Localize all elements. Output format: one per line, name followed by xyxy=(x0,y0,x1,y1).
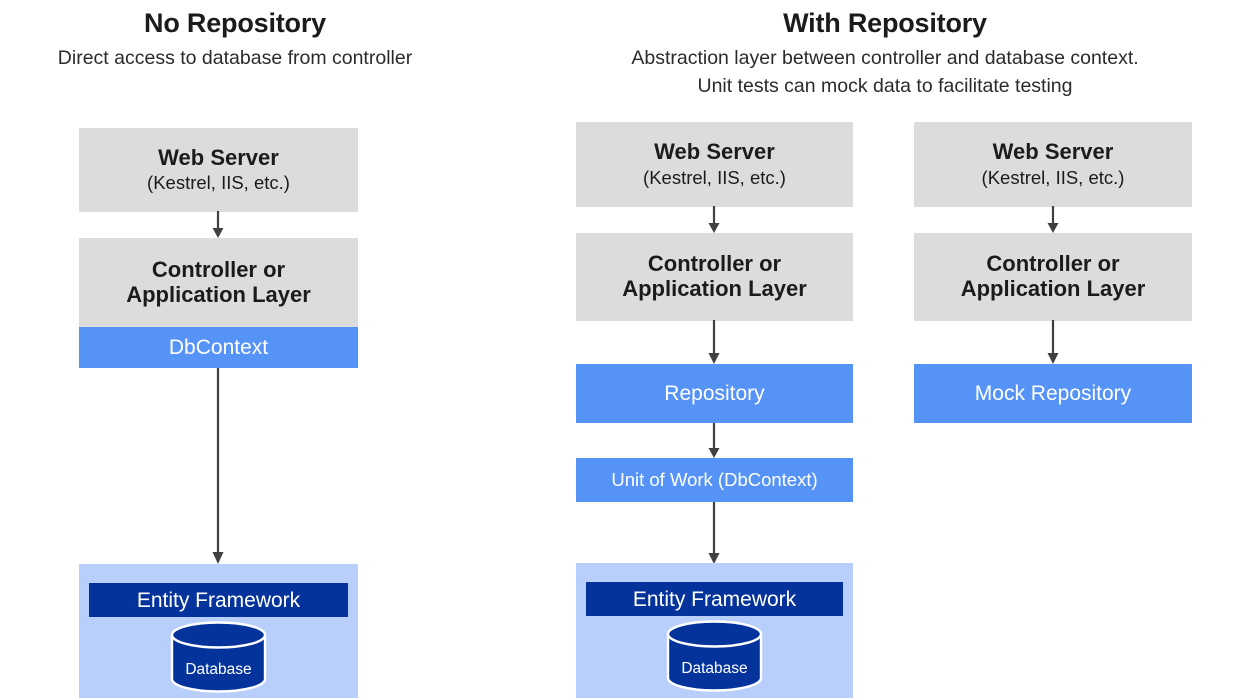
node-label-line-1: Entity Framework xyxy=(136,588,301,612)
node-label-line-2: (Kestrel, IIS, etc.) xyxy=(147,172,290,194)
arrow-web-server-to-controller-with-repository xyxy=(708,206,720,233)
node-label-line-1: Entity Framework xyxy=(632,587,797,611)
panel-subtitle-with-repository-line-2: Unit tests can mock data to facilitate t… xyxy=(697,75,1073,98)
arrow-web-server-to-controller-mock xyxy=(1047,206,1059,233)
node-web-server-no-repository[interactable]: Web Server (Kestrel, IIS, etc.) xyxy=(79,128,358,212)
panel-title-no-repository: No Repository xyxy=(144,8,326,38)
node-repository[interactable]: Repository xyxy=(576,364,853,423)
arrow-unit-of-work-to-entity-framework xyxy=(708,502,720,564)
node-label-line-2: Application Layer xyxy=(960,276,1146,301)
arrow-controller-to-mock-repository xyxy=(1047,320,1059,364)
node-label-line-1: Web Server xyxy=(654,139,775,165)
node-dbcontext-no-repository[interactable]: DbContext xyxy=(79,327,358,368)
arrow-repository-to-unit-of-work xyxy=(708,423,720,458)
arrow-controller-to-repository xyxy=(708,320,720,364)
node-entity-framework-no-repository[interactable]: Entity Framework xyxy=(89,583,348,617)
node-label-line-1: Mock Repository xyxy=(974,381,1132,405)
node-label-line-1: Controller or xyxy=(986,251,1120,277)
arrow-web-server-to-controller-no-repository xyxy=(212,211,224,238)
node-web-server-mock[interactable]: Web Server (Kestrel, IIS, etc.) xyxy=(914,122,1192,207)
database-cylinder-no-repository[interactable]: Database xyxy=(169,621,268,693)
panel-subtitle-no-repository-line-1: Direct access to database from controlle… xyxy=(57,47,413,70)
node-label-line-1: Unit of Work (DbContext) xyxy=(611,468,818,490)
arrow-dbcontext-to-entity-framework-no-repository xyxy=(212,368,224,564)
panel-header-with-repository: With Repository Abstraction layer betwee… xyxy=(536,8,1234,101)
panel-subtitle-with-repository-line-1: Abstraction layer between controller and… xyxy=(631,47,1139,70)
node-controller-with-repository[interactable]: Controller or Application Layer xyxy=(576,233,853,321)
node-entity-framework-with-repository[interactable]: Entity Framework xyxy=(586,582,843,616)
database-icon xyxy=(170,621,267,693)
node-label-line-2: (Kestrel, IIS, etc.) xyxy=(643,166,786,188)
node-label-line-1: Controller or xyxy=(647,251,782,277)
node-label-line-1: Web Server xyxy=(992,139,1114,165)
node-label-line-1: Repository xyxy=(664,381,765,405)
node-controller-no-repository[interactable]: Controller or Application Layer xyxy=(79,238,358,327)
node-label-line-2: Application Layer xyxy=(126,281,311,307)
node-label-line-2: (Kestrel, IIS, etc.) xyxy=(981,166,1125,188)
node-web-server-with-repository[interactable]: Web Server (Kestrel, IIS, etc.) xyxy=(576,122,853,207)
node-label-line-2: Application Layer xyxy=(622,276,807,301)
node-unit-of-work[interactable]: Unit of Work (DbContext) xyxy=(576,458,853,502)
node-label-line-1: DbContext xyxy=(168,335,269,359)
node-mock-repository[interactable]: Mock Repository xyxy=(914,364,1192,423)
node-controller-mock[interactable]: Controller or Application Layer xyxy=(914,233,1192,321)
panel-title-with-repository: With Repository xyxy=(783,8,987,38)
database-icon xyxy=(666,620,763,692)
panel-header-no-repository: No Repository Direct access to database … xyxy=(0,8,470,72)
node-label-line-1: Controller or xyxy=(151,256,286,282)
database-cylinder-with-repository[interactable]: Database xyxy=(665,620,764,692)
node-label-line-1: Web Server xyxy=(158,144,279,170)
